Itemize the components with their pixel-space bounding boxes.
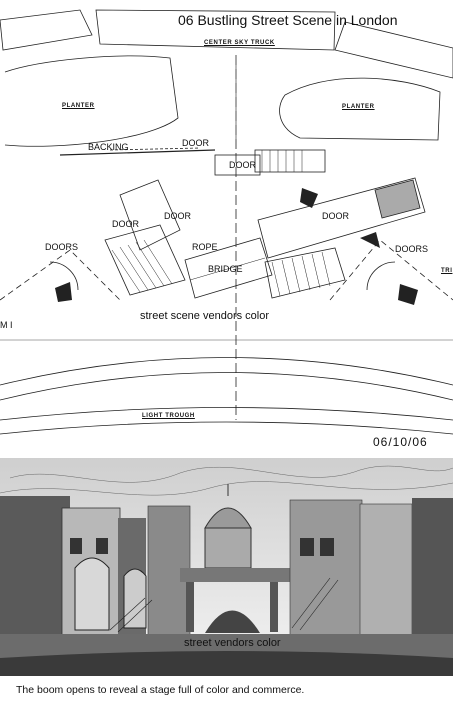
sky-truck-panel-center	[95, 9, 336, 51]
planter-right-outline	[279, 77, 441, 141]
bridge-outline	[184, 237, 273, 299]
light-trough-arc	[0, 407, 453, 421]
plan-note: street scene vendors color	[140, 310, 270, 322]
sky-truck-panel-right	[334, 21, 453, 79]
bridge-label: BRIDGE	[208, 264, 243, 274]
render-note: street vendors color	[184, 637, 281, 649]
ground-plan-drawing	[0, 9, 453, 435]
center-sky-truck-label: CENTER SKY TRUCK	[204, 40, 275, 46]
light-trough-label: LIGHT TROUGH	[142, 413, 195, 419]
door-label-center: DOOR	[229, 160, 256, 170]
rope-label: ROPE	[192, 242, 218, 252]
door-swing-left	[49, 261, 79, 291]
backing-label: BACKING	[88, 142, 129, 152]
planter-right-label: PLANTER	[342, 104, 375, 110]
left-platform-lower	[104, 224, 186, 296]
edge-label-left: M I	[0, 320, 13, 330]
date-stamp: 06/10/06	[373, 435, 428, 449]
planter-left-label: PLANTER	[62, 103, 95, 109]
upper-stair	[254, 149, 326, 173]
caption: The boom opens to reveal a stage full of…	[16, 684, 305, 696]
left-building	[0, 496, 70, 638]
doors-label-right: DOORS	[395, 244, 429, 254]
doors-label-left: DOORS	[45, 242, 79, 252]
right-building	[289, 499, 363, 639]
door-label-left-a: DOOR	[112, 219, 139, 229]
door-label-left-b: DOOR	[164, 211, 191, 221]
edge-label-right: TRI	[441, 268, 453, 274]
door-label-right: DOOR	[322, 211, 349, 221]
sky-truck-panel-left	[0, 9, 93, 51]
set-rendering-sketch	[0, 458, 453, 676]
page-title: 06 Bustling Street Scene in London	[178, 12, 398, 28]
left-platform-upper	[119, 179, 181, 251]
door-swing-right	[366, 261, 396, 291]
bridge-span	[180, 568, 290, 582]
right-platform	[257, 177, 426, 259]
planter-left-outline	[4, 55, 179, 147]
door-label-top: DOOR	[182, 138, 209, 148]
backing-line	[59, 149, 216, 156]
left-arch-door	[74, 557, 110, 631]
right-stair	[264, 247, 346, 299]
